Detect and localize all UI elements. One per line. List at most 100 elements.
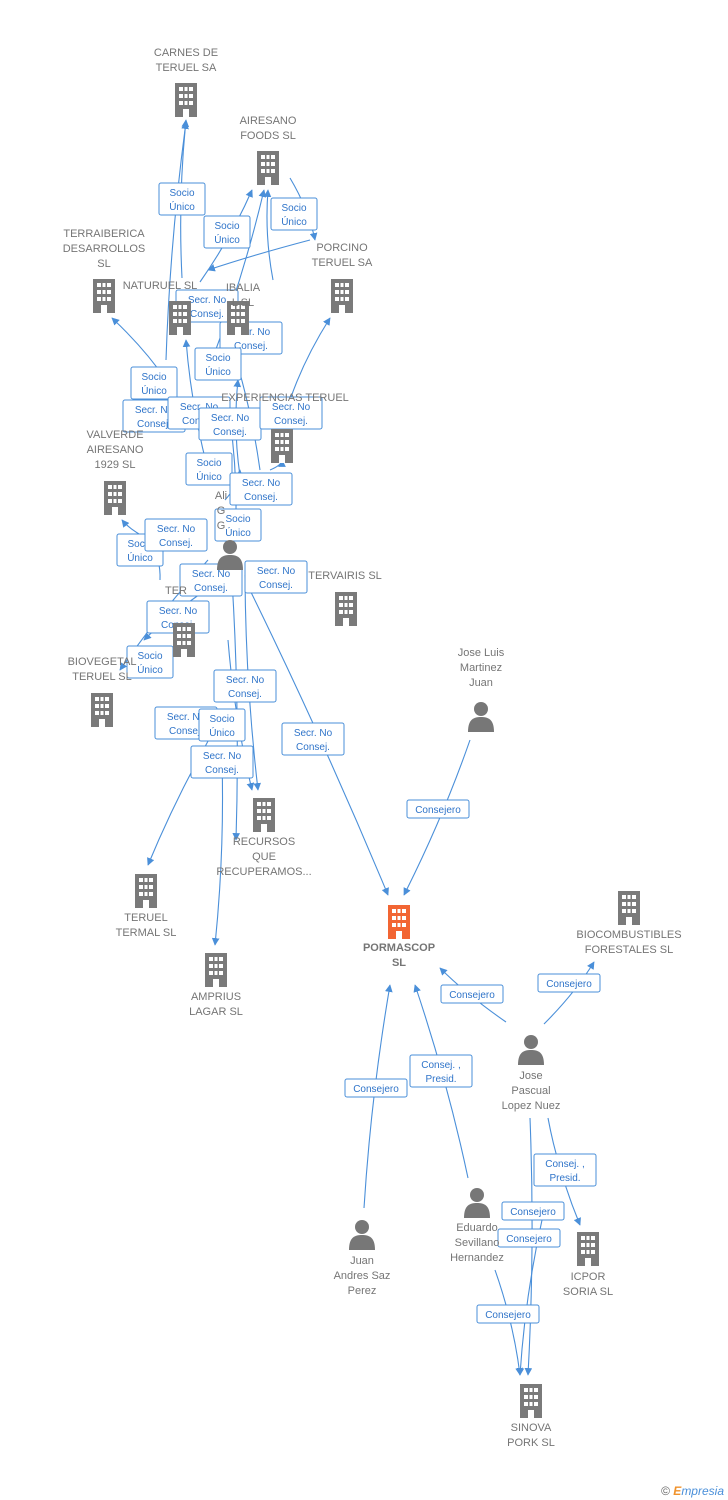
relationship-label-text: Consej. [159, 538, 193, 549]
node-label: VALVERDE [86, 429, 143, 441]
building-icon [335, 592, 357, 626]
building-icon [520, 1384, 542, 1418]
company-node-carnes[interactable]: CARNES DE TERUEL SA [154, 47, 218, 117]
building-icon [91, 693, 113, 727]
relationship-label[interactable]: Consejero [537, 973, 601, 993]
relationship-label-text: Socio [137, 651, 162, 662]
relationship-label[interactable]: Consejero [440, 984, 504, 1004]
relationship-label[interactable]: Consej. ,Presid. [533, 1153, 597, 1187]
relationship-label-text: Único [209, 726, 235, 739]
relationship-label-text: Consej. , [421, 1060, 460, 1071]
relationship-label-text: Socio [281, 203, 306, 214]
company-node-experiencias[interactable]: EXPERIENCIAS TERUEL [221, 392, 349, 463]
footer-brand[interactable]: © Empresia [661, 1484, 724, 1498]
person-icon [518, 1035, 544, 1065]
node-label: Perez [348, 1285, 377, 1297]
node-label: CARNES DE [154, 47, 218, 59]
node-label: TERUEL SA [156, 62, 217, 74]
relationship-label[interactable]: Consejero [501, 1201, 565, 1221]
relationship-label-box [213, 669, 277, 703]
relationship-label-text: Socio [205, 353, 230, 364]
relationship-label[interactable]: Consejero [406, 799, 470, 819]
relationship-label-text: Consej. [259, 580, 293, 591]
node-label: Jose Luis [458, 647, 505, 659]
relationship-label[interactable]: Consej. ,Presid. [409, 1054, 473, 1088]
relationship-label-text: Secr. No [257, 566, 296, 577]
company-node-ter-hidden[interactable]: TER [165, 585, 195, 657]
relationship-label-text: Consej. [137, 419, 171, 430]
relationship-edge [207, 239, 311, 272]
relationship-label-box [501, 1201, 565, 1221]
building-icon [257, 151, 279, 185]
relationship-label-box [533, 1153, 597, 1187]
node-label: FOODS SL [240, 130, 296, 142]
node-label: SORIA SL [563, 1286, 613, 1298]
relationship-label[interactable]: Secr. No Consej. [244, 560, 308, 594]
relationship-label-box [409, 1054, 473, 1088]
node-label: 1929 SL [95, 459, 136, 471]
company-node-tervairis[interactable]: TERVAIRIS SL [308, 570, 382, 626]
relationship-label-text: Secr. No [226, 675, 265, 686]
relationship-label-text: Consejero [449, 990, 495, 1001]
node-label: TERRAIBERICA [63, 228, 145, 240]
node-label: G [217, 520, 226, 532]
relationship-label-text: Secr. No [167, 712, 206, 723]
node-label: BIOVEGETAL [68, 656, 137, 668]
relationship-label-box [497, 1228, 561, 1248]
node-label: FORESTALES SL [585, 944, 673, 956]
company-node-recursos[interactable]: RECURSOSQUERECUPERAMOS... [216, 798, 312, 878]
node-label: Ali [215, 490, 227, 502]
company-node-naturuel[interactable]: NATURUEL SL [123, 280, 198, 335]
relationship-label-text: Consej. [296, 742, 330, 753]
relationship-label-text: Consej. [274, 416, 308, 427]
node-label: DESARROLLOS [63, 243, 146, 255]
relationship-label[interactable]: Consejero [476, 1304, 540, 1324]
relationship-label-text: Consej. [194, 583, 228, 594]
relationship-label[interactable]: Consejero [344, 1078, 408, 1098]
node-label: EXPERIENCIAS TERUEL [221, 392, 349, 404]
relationship-label-text: Socio [141, 372, 166, 383]
building-icon [253, 798, 275, 832]
node-label: Andres Saz [334, 1270, 391, 1282]
relationship-label-text: Consejero [546, 979, 592, 990]
relationship-label[interactable]: Consejero [497, 1228, 561, 1248]
building-icon [577, 1232, 599, 1266]
relationship-label-text: Socio [127, 539, 152, 550]
